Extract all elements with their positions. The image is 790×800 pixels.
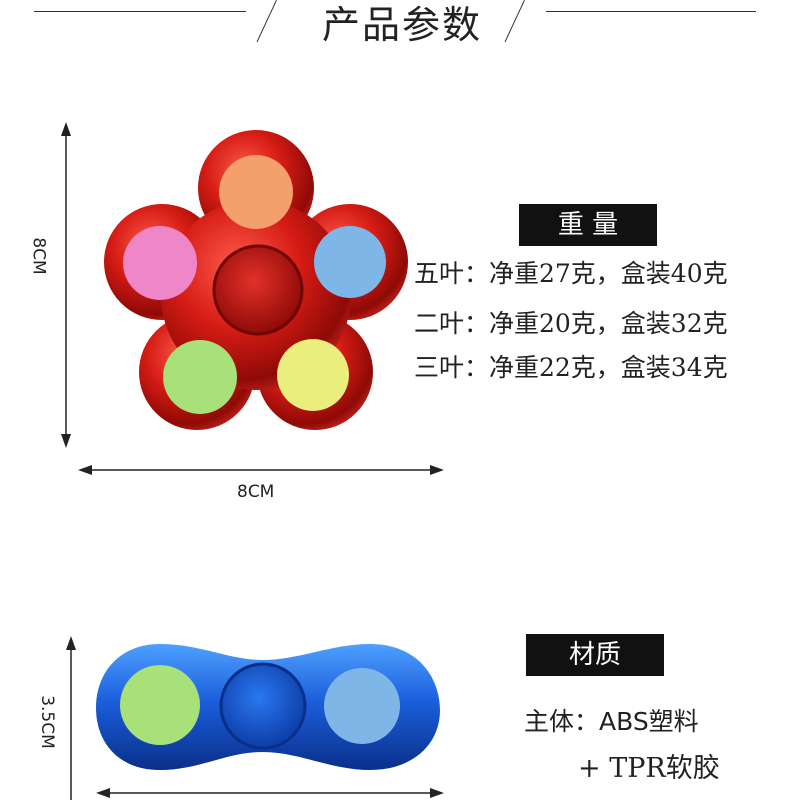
- material-label: 材质: [526, 634, 664, 676]
- pop-blue: [314, 226, 386, 298]
- pop-pink: [123, 226, 197, 300]
- flower-center-cap: [212, 244, 304, 336]
- weight-line-five-leaf: 五叶：净重27克，盒装40克: [414, 259, 728, 288]
- header-line-left: [34, 11, 246, 12]
- pop-orange: [219, 155, 293, 229]
- flower-width-label: 8CM: [237, 482, 275, 502]
- pop-green-bar: [120, 665, 200, 745]
- weight-label: 重 量: [519, 204, 657, 246]
- material-line-body: 主体：ABS塑料: [524, 707, 699, 736]
- page-title: 产品参数: [321, 3, 482, 47]
- pop-blue-bar: [324, 668, 400, 744]
- bar-center-cap: [219, 662, 307, 750]
- pop-yellow: [277, 339, 349, 411]
- weight-line-two-leaf: 二叶：净重20克，盒装32克: [414, 309, 728, 338]
- material-line-tpr: + TPR软胶: [578, 753, 720, 784]
- header-line-right: [546, 11, 756, 12]
- pop-green: [163, 340, 237, 414]
- weight-line-three-leaf: 三叶：净重22克，盒装34克: [414, 353, 728, 382]
